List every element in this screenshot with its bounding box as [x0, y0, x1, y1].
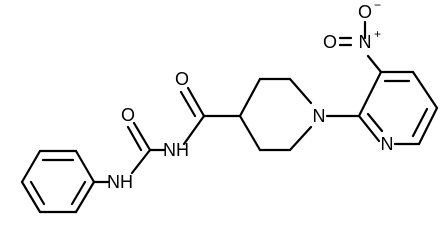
nitro-oxygen-top-label: O — [358, 2, 372, 22]
chemical-structure: O − N + O O O N N NH NH — [20, 0, 439, 214]
amide-oxygen-label: O — [175, 69, 189, 89]
urea-nh-label: NH — [107, 172, 133, 192]
nitro-oxygen-left-label: O — [323, 32, 337, 52]
pyridine-nitrogen-label: N — [381, 134, 394, 154]
nitro-nitrogen-label: N — [359, 32, 372, 52]
nitro-oxygen-charge: − — [374, 0, 381, 12]
nitro-nitrogen-charge: + — [374, 27, 381, 41]
atom-labels: O − N + O O O N N NH NH — [107, 0, 394, 192]
amide-nh-label: NH — [163, 140, 189, 160]
piperidine-nitrogen-label: N — [313, 106, 326, 126]
urea-oxygen-label: O — [121, 105, 135, 125]
bond-lines — [20, 20, 439, 214]
